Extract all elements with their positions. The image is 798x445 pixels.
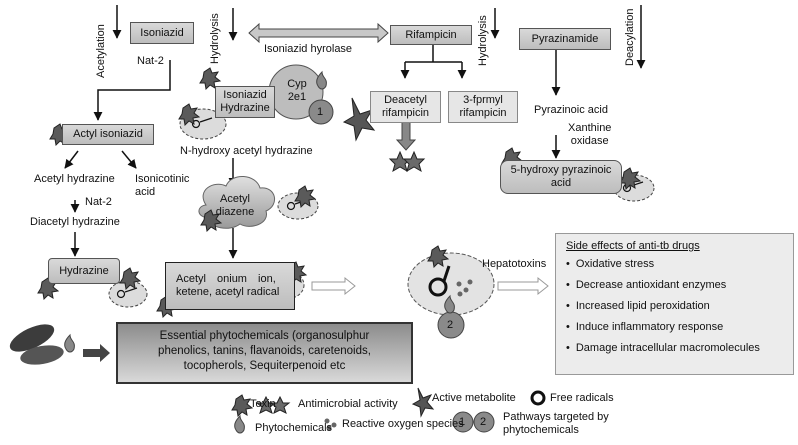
ros-dots [456, 279, 473, 297]
isoniazid-hyrolase-double-arrow [248, 22, 389, 44]
legend-toxin: Toxin [250, 398, 276, 410]
phytochemicals-box: Essential phytochemicals (organosulphur … [116, 322, 413, 384]
phytochemical-flame-2 [444, 294, 455, 314]
antimicrobial-stars [388, 150, 426, 173]
deacetyl-rifampicin-box: Deacetyl rifampicin [370, 91, 441, 123]
acetyl-onium-box: Acetyl onium ion, ketene, acetyl radical [165, 262, 295, 310]
hepatotoxins-label: Hepatotoxins [482, 258, 547, 270]
free-radical-symbol [428, 277, 448, 297]
leaves-icon [9, 324, 75, 365]
isoniazid-hydrazine-box: Isoniazid Hydrazine [215, 86, 275, 118]
legend-num-2: 2 [480, 416, 487, 428]
to-isonicotinic-arrow [121, 150, 137, 169]
n-hydroxy-label: N-hydroxy acetyl hydrazine [180, 145, 313, 157]
phyto-to-box-arrow [83, 344, 110, 362]
acetylation-label: Acetylation [95, 24, 107, 78]
hydrazine-box: Hydrazine [48, 258, 120, 284]
legend-phytochemical-icon [234, 414, 245, 434]
side-effect-item: Increased lipid peroxidation [566, 300, 783, 312]
legend-toxin-icon [231, 394, 254, 418]
to-side-effects-arrow [497, 276, 549, 296]
to-hepatotoxins-arrow [311, 276, 356, 296]
hydrolysis-left-label: Hydrolysis [209, 13, 221, 64]
nat2-top-label: Nat-2 [137, 55, 164, 67]
pyrazinamide-box: Pyrazinamide [519, 28, 611, 50]
hepatotoxin-cell [407, 252, 495, 316]
pathway-1-number: 1 [317, 106, 324, 118]
active-metabolite-symbol [342, 97, 376, 142]
diacetyl-hydrazine-label: Diacetyl hydrazine [30, 216, 120, 228]
legend-antimicrobial: Antimicrobial activity [298, 398, 398, 410]
acetyl-hydrazine-label: Acetyl hydrazine [34, 173, 115, 185]
legend-pathway-2-icon [473, 411, 495, 433]
isoniazid-box: Isoniazid [130, 22, 194, 44]
legend-free-radical-icon [530, 390, 546, 406]
to-acetyl-hydrazine-arrow [64, 150, 79, 169]
side-effect-item: Decrease antioxidant enzymes [566, 279, 783, 291]
pathway-1-circle [308, 99, 334, 125]
rifampicin-box: Rifampicin [390, 25, 472, 45]
side-effect-item: Oxidative stress [566, 258, 783, 270]
legend-pathway-1-icon [452, 411, 474, 433]
isoniazid-to-actyl-arrow [93, 60, 171, 121]
pyrazinoic-acid-label: Pyrazinoic acid [534, 104, 608, 116]
legend-antimicrobial-icon [255, 395, 291, 414]
side-effect-item: Induce inflammatory response [566, 321, 783, 333]
nat2-mid-label: Nat-2 [85, 196, 112, 208]
legend-ros: Reactive oxygen species [342, 418, 464, 430]
side-effects-panel: Side effects of anti-tb drugs Oxidative … [555, 233, 794, 375]
side-effect-item: Damage intracellular macromolecules [566, 342, 783, 354]
legend-active-metabolite-icon [411, 387, 435, 418]
formyl-rifampicin-box: 3-fprmyl rifampicin [448, 91, 518, 123]
side-effects-list: Oxidative stress Decrease antioxidant en… [566, 258, 783, 354]
legend-active-metabolite: Active metabolite [432, 392, 516, 404]
phytochemical-flame-cyp [316, 70, 327, 90]
actyl-isoniazid-box: Actyl isoniazid [62, 124, 154, 145]
legend-free-radicals: Free radicals [550, 392, 614, 404]
hydrolysis-right-label: Hydrolysis [477, 15, 489, 66]
side-effects-title: Side effects of anti-tb drugs [566, 240, 700, 252]
pathway-2-number: 2 [447, 319, 454, 331]
legend-ros-icon [324, 418, 337, 431]
deacylation-label: Deacylation [624, 8, 636, 66]
hydroxy-pyrazinoic-box: 5-hydroxy pyrazinoic acid [500, 160, 622, 194]
antimicrobial-down-arrow [395, 121, 417, 151]
legend-num-1: 1 [459, 416, 466, 428]
legend-phytochemicals: Phytochemicals [255, 422, 333, 434]
isoniazid-hyrolase-label: Isoniazid hyrolase [264, 43, 353, 55]
